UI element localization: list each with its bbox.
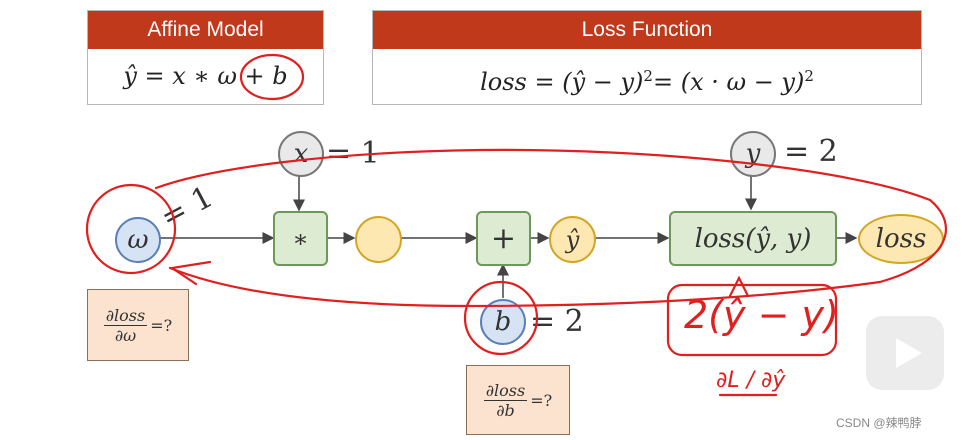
loss-function-formula: loss = (ŷ − y)2= (x · ω − y)2 xyxy=(373,49,921,109)
loss-formula-mid: = (x · ω − y) xyxy=(652,68,805,96)
affine-model-title: Affine Model xyxy=(88,11,323,49)
loss-output-label: loss xyxy=(875,224,927,254)
intermediate-node xyxy=(355,216,402,263)
loss-output-node: loss xyxy=(858,214,944,264)
grad-b-tail: =? xyxy=(530,390,553,410)
y-node: y xyxy=(730,131,776,177)
derivative-caret xyxy=(728,275,750,298)
add-node-label: + xyxy=(490,221,517,256)
x-node: x xyxy=(278,131,324,177)
mul-node-label: ∗ xyxy=(292,224,309,253)
grad-w-denominator: ∂ω xyxy=(114,325,137,345)
video-play-widget[interactable] xyxy=(866,316,944,390)
w-node: ω xyxy=(115,217,161,263)
grad-b-numerator: ∂loss xyxy=(483,380,528,401)
b-node-label: b xyxy=(494,307,512,337)
mul-node: ∗ xyxy=(273,211,328,266)
loss-function-box: Loss Function loss = (ŷ − y)2= (x · ω − … xyxy=(372,10,922,105)
partial-note: ∂L / ∂ŷ xyxy=(716,368,786,393)
loss-formula-left: loss = (ŷ − y) xyxy=(480,68,644,96)
grad-w-tail: =? xyxy=(150,315,173,335)
w-node-circle xyxy=(85,183,177,275)
loss-formula-sup1: 2 xyxy=(643,67,653,85)
b-node-circle xyxy=(463,280,539,356)
derivative-box xyxy=(666,283,838,357)
loss-fn-node: loss(ŷ, y) xyxy=(669,211,837,266)
affine-model-formula: ŷ = x ∗ ω + b xyxy=(123,62,288,90)
y-value-label: = 2 xyxy=(784,134,838,169)
loss-fn-label: loss(ŷ, y) xyxy=(694,223,812,254)
y-node-label: y xyxy=(745,139,761,169)
w-node-label: ω xyxy=(127,225,149,255)
watermark: CSDN @辣鸭脖 xyxy=(836,416,922,430)
grad-b-fraction: ∂loss ∂b xyxy=(483,380,528,420)
derivative-expression: 2(ŷ − y) xyxy=(684,293,839,337)
play-icon xyxy=(896,338,922,368)
b-value-label: = 2 xyxy=(530,304,584,339)
grad-w-numerator: ∂loss xyxy=(103,305,148,326)
grad-b-box: ∂loss ∂b =? xyxy=(466,365,570,435)
grad-b-denominator: ∂b xyxy=(496,400,515,420)
loss-formula-sup2: 2 xyxy=(804,67,814,85)
b-term-circle xyxy=(239,53,305,101)
grad-w-fraction: ∂loss ∂ω xyxy=(103,305,148,345)
yhat-node-label: ŷ xyxy=(565,225,580,254)
backprop-arrowhead xyxy=(169,260,212,286)
backprop-loop xyxy=(154,148,947,308)
loss-function-title: Loss Function xyxy=(373,11,921,49)
yhat-node: ŷ xyxy=(549,216,596,263)
grad-w-box: ∂loss ∂ω =? xyxy=(87,289,189,361)
add-node: + xyxy=(476,211,531,266)
